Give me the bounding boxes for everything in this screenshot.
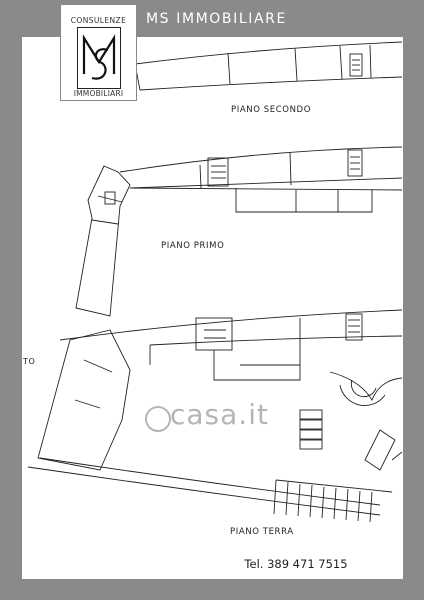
- brand-name: MS IMMOBILIARE: [146, 11, 287, 27]
- floor-plan-sheet: [22, 37, 403, 579]
- watermark-icon: [145, 406, 171, 432]
- floor-label-first: PIANO PRIMO: [161, 241, 225, 251]
- floor-label-second: PIANO SECONDO: [231, 105, 311, 115]
- watermark-text: casa.it: [170, 398, 269, 431]
- company-logo: CONSULENZE IMMOBILIARI: [60, 4, 137, 101]
- logo-bottom-text: IMMOBILIARI: [73, 89, 124, 98]
- floor-label-ground: PIANO TERRA: [230, 527, 294, 537]
- contact-phone[interactable]: Tel. 389 471 7515: [237, 553, 355, 576]
- ms-monogram-icon: [77, 27, 121, 89]
- logo-top-text: CONSULENZE: [70, 16, 127, 25]
- fragment-label: TO: [23, 357, 36, 366]
